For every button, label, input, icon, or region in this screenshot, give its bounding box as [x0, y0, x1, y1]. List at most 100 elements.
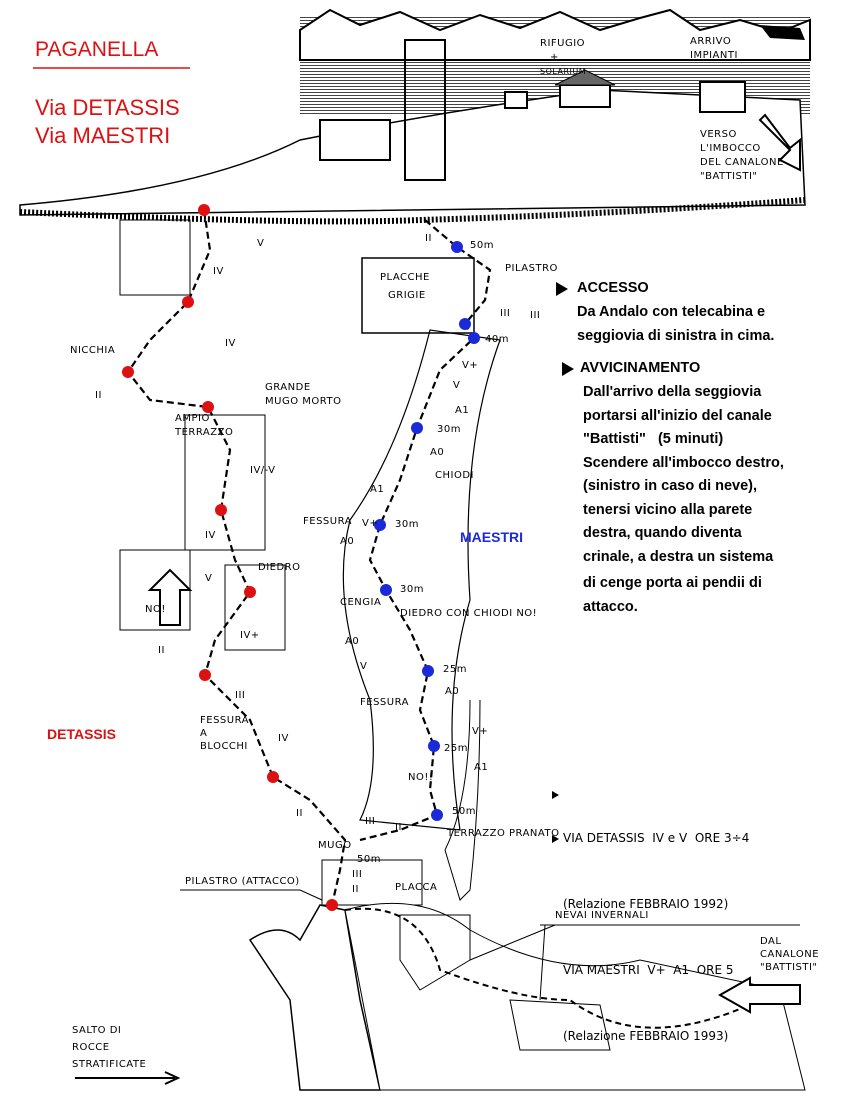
- info-line: (sinistro in caso di neve),: [583, 478, 758, 494]
- route-title-detassis: Via DETASSIS: [35, 95, 180, 120]
- ridge-dark: [760, 25, 805, 40]
- topo-label: A1: [474, 762, 489, 773]
- belay-dot-detassis: [267, 771, 279, 783]
- topo-label: 30m: [400, 584, 424, 595]
- route-label-detassis: DETASSIS: [47, 726, 116, 742]
- hut-building: [504, 91, 528, 109]
- legend-bullet-maestri-icon: [552, 835, 559, 843]
- topo-label: DIEDRO CON CHIODI NO!: [400, 608, 538, 619]
- belay-dot-detassis: [326, 899, 338, 911]
- belay-dot-maestri: [374, 519, 386, 531]
- topo-label: PILASTRO: [505, 263, 558, 274]
- box-left-top: [119, 219, 191, 296]
- legend-detassis: VIA DETASSIS IV e V ORE 3÷4: [563, 831, 750, 845]
- belay-dot-maestri: [428, 740, 440, 752]
- topo-label: 30m: [395, 519, 419, 530]
- topo-label: IV: [205, 530, 216, 541]
- plateau-edge: [19, 197, 806, 225]
- accesso-section: ACCESSO: [577, 277, 649, 301]
- info-line: attacco.: [583, 598, 638, 615]
- label-salto: SALTO DI ROCCE STRATIFICATE: [72, 1022, 146, 1073]
- topo-label: FESSURA: [200, 715, 249, 726]
- info-line: seggiovia di sinistra in cima.: [577, 327, 775, 344]
- belay-dot-maestri: [422, 665, 434, 677]
- route-detassis: [126, 209, 347, 906]
- belay-dot-maestri: [468, 332, 480, 344]
- arrow-no: [147, 568, 193, 626]
- pilastro-pointer: [180, 889, 323, 901]
- info-line: Da Andalo con telecabina e: [577, 304, 766, 320]
- topo-label: IV/-V: [250, 465, 276, 476]
- salto-line: ROCCE: [72, 1042, 110, 1053]
- info-line: "Battisti" (5 minuti): [583, 431, 724, 447]
- verso-line: DEL CANALONE: [700, 157, 784, 168]
- belay-dot-maestri: [459, 318, 471, 330]
- topo-label: A0: [345, 636, 360, 647]
- topo-label: A0: [430, 447, 445, 458]
- topo-label: V: [360, 661, 368, 672]
- topo-label: GRANDE: [265, 382, 311, 393]
- topo-label: IV: [213, 266, 224, 277]
- info-line: di cenge porta ai pendii di: [583, 575, 762, 591]
- rifugio-building: [559, 84, 611, 108]
- topo-label: 40m: [485, 334, 509, 345]
- topo-label: 25m: [443, 664, 467, 675]
- avvicinamento-title: AVVICINAMENTO: [580, 360, 701, 376]
- topo-label: II: [158, 645, 165, 656]
- topo-label: CENGIA: [340, 597, 382, 608]
- topo-label: FESSURA: [303, 516, 352, 527]
- salto-arrow: [75, 1071, 181, 1085]
- topo-label: 25m: [444, 743, 468, 754]
- topo-label: DIEDRO: [258, 562, 301, 573]
- belay-dot-detassis: [215, 504, 227, 516]
- topo-label: NICCHIA: [70, 345, 116, 356]
- belay-dot-maestri: [431, 809, 443, 821]
- avvicinamento-text: Dall'arrivo della seggiovia portarsi all…: [583, 381, 784, 619]
- belay-dot-maestri: [380, 584, 392, 596]
- antenna-tower: [404, 39, 446, 181]
- topo-label: A0: [445, 686, 460, 697]
- topo-label: V: [205, 573, 213, 584]
- label-impianti: IMPIANTI: [690, 50, 738, 61]
- topo-label: NO!: [145, 604, 166, 615]
- belay-dot-maestri: [451, 241, 463, 253]
- belay-dot-detassis: [199, 669, 211, 681]
- legend: VIA DETASSIS IV e V ORE 3÷4 (Relazione F…: [563, 783, 749, 1069]
- label-nevai: NEVAI INVERNALI: [555, 910, 649, 921]
- topo-label: CHIODI: [435, 470, 474, 481]
- label-plus: +: [550, 52, 559, 63]
- salto-line: SALTO DI: [72, 1025, 122, 1036]
- topo-label: III: [365, 816, 376, 827]
- legend-maestri: VIA MAESTRI V+ A1 ORE 5: [563, 963, 734, 977]
- topo-label: A0: [340, 536, 355, 547]
- accesso-bullet-icon: [556, 282, 568, 296]
- topo-label: II: [296, 808, 303, 819]
- topo-label: TERRAZZO PRANATO: [447, 828, 560, 839]
- topo-label: 50m: [357, 854, 381, 865]
- dal-line: DAL: [760, 936, 782, 947]
- info-line: Scendere all'imbocco destro,: [583, 454, 784, 471]
- info-line: destra, quando diventa: [583, 525, 742, 541]
- belay-dot-detassis: [202, 401, 214, 413]
- maestri-wall: [342, 329, 501, 831]
- topo-label: NO!!: [408, 772, 434, 783]
- info-line: crinale, a destra un sistema: [583, 548, 774, 565]
- topo-label: TERRAZZO: [175, 427, 234, 438]
- label-rifugio: RIFUGIO: [540, 38, 586, 49]
- topo-label: MUGO: [318, 840, 352, 851]
- info-line: portarsi all'inizio del canale: [583, 407, 772, 424]
- antenna-building: [319, 119, 391, 161]
- salto-line: STRATIFICATE: [72, 1059, 147, 1070]
- rifugio-roof: [554, 69, 616, 86]
- topo-label: PLACCHE: [380, 272, 430, 283]
- right-gully: [444, 699, 481, 901]
- belay-dot-detassis: [122, 366, 134, 378]
- label-verso: VERSO L'IMBOCCO DEL CANALONE "BATTISTI": [700, 128, 784, 184]
- topo-label: PLACCA: [395, 882, 438, 893]
- topo-label: FESSURA: [360, 697, 409, 708]
- base-pillar: [248, 904, 381, 1091]
- nevai-patch-1: [399, 914, 471, 991]
- verso-line: "BATTISTI": [700, 171, 758, 182]
- topo-label: 50m: [470, 240, 494, 251]
